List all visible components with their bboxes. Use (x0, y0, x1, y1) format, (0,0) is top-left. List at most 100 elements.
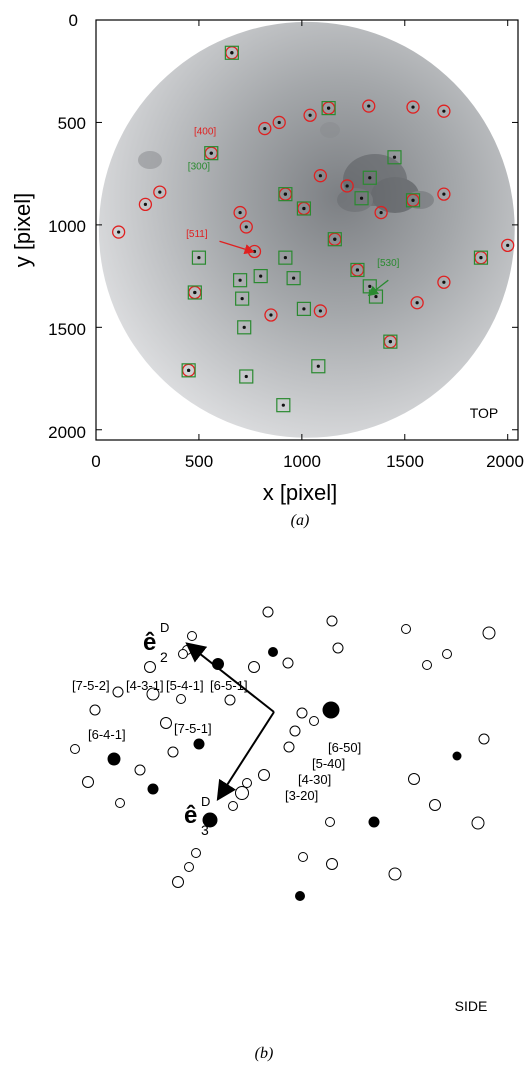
diffraction-spot (277, 120, 281, 125)
red-circle-marker (153, 185, 167, 199)
x-tick-label: 1000 (283, 452, 321, 471)
open-circle (408, 773, 420, 785)
diffraction-spot (242, 325, 246, 329)
red-circle-marker (313, 169, 328, 183)
vector-e3-label: ê D 3 (184, 794, 210, 838)
filled-circle (107, 752, 121, 766)
vector-e2-base: ê (143, 629, 156, 656)
open-circle (70, 744, 80, 754)
diffraction-spot (316, 364, 320, 368)
red-circle-marker (233, 205, 247, 220)
open-circle (115, 798, 125, 808)
diffraction-spot (415, 301, 419, 305)
green-square-marker (296, 201, 312, 216)
open-circle (172, 876, 184, 888)
detector-disc (98, 21, 515, 438)
diffraction-spots (117, 51, 510, 407)
open-circle (184, 862, 194, 872)
diffraction-spot (368, 284, 372, 288)
index-label: [6-4-1] (88, 727, 126, 742)
diffraction-spot (367, 104, 371, 108)
index-label: [4-3-1] (126, 678, 164, 693)
red-circle-marker (501, 238, 515, 253)
x-tick-label: 2000 (486, 452, 524, 471)
reflection-label: [530] (377, 258, 399, 269)
green-square-marker (239, 369, 254, 384)
green-square-marker (405, 193, 421, 208)
filled-circle (268, 647, 278, 657)
filled-circle (212, 658, 224, 670)
diffraction-spot (442, 109, 446, 113)
index-label: [7-5-1] (174, 721, 212, 736)
vector-e2-label: ê D 2 (143, 620, 169, 665)
open-circle (191, 848, 201, 858)
red-circle-marker (437, 104, 451, 118)
y-tick-label: 500 (58, 114, 86, 133)
open-circle (326, 858, 338, 870)
open-circle (187, 631, 197, 641)
index-label: [6-5-1] (210, 678, 248, 693)
open-circle (332, 642, 344, 654)
diffraction-spot (244, 374, 248, 379)
green-square-marker (237, 320, 252, 335)
red-circle-marker (406, 100, 420, 114)
green-square-marker (232, 273, 248, 288)
red-circle-marker (437, 187, 451, 201)
open-circle (422, 660, 432, 670)
green-square-marker (187, 285, 202, 300)
x-axis-label: x [pixel] (263, 480, 338, 505)
index-label: [4-30] (298, 772, 331, 787)
open-circle (298, 852, 308, 862)
reflection-label: [300] (188, 162, 210, 173)
diffraction-spot (209, 151, 213, 155)
red-circle-marker (437, 275, 451, 289)
reflection-arrows (219, 240, 389, 297)
diffraction-spot (368, 176, 372, 180)
diffraction-spot (359, 196, 364, 200)
side-tag: SIDE (455, 998, 488, 1014)
diffraction-spot (442, 280, 446, 284)
filled-circle (147, 783, 159, 795)
green-square-marker (383, 334, 398, 349)
open-circle (296, 707, 308, 719)
green-square-marker (296, 301, 312, 316)
diffraction-spot (327, 106, 331, 110)
x-tick-label: 1500 (386, 452, 424, 471)
reflection-label: [511] (186, 229, 208, 240)
reflection-arrow (367, 279, 389, 297)
vector-e2-sub: 2 (160, 649, 168, 665)
open-circle (160, 717, 172, 729)
diffraction-spot (388, 340, 392, 344)
diffraction-spot (318, 174, 322, 178)
red-circle-marker (313, 304, 328, 318)
diffraction-spot (238, 210, 242, 215)
open-circle (89, 704, 101, 716)
caption-a: (a) (291, 512, 310, 529)
filled-circle (322, 701, 340, 719)
open-circle (478, 733, 490, 745)
green-square-marker (181, 363, 196, 378)
green-square-marker (253, 268, 268, 284)
open-circles (70, 606, 496, 888)
diffraction-spot (442, 192, 446, 196)
open-circle (112, 686, 124, 698)
diffraction-spot (379, 210, 383, 215)
diffraction-spot (411, 105, 415, 109)
diffraction-spot (318, 309, 322, 313)
diffraction-spot (392, 155, 397, 159)
green-square-marker (191, 250, 207, 265)
x-tick-label: 500 (185, 452, 213, 471)
green-square-marker (278, 250, 293, 265)
green-square-marker (354, 191, 369, 206)
index-label: [3-20] (285, 788, 318, 803)
diffraction-spot (187, 368, 191, 372)
green-square-marker (311, 359, 326, 374)
diffraction-spot (230, 51, 234, 55)
green-square-marker (286, 271, 301, 286)
open-circle (388, 867, 402, 881)
index-label: [7-5-2] (72, 678, 110, 693)
x-tick-labels: 0 500 1000 1500 2000 (91, 452, 524, 471)
diffraction-spot (283, 256, 287, 260)
red-circle-marker (272, 115, 286, 130)
